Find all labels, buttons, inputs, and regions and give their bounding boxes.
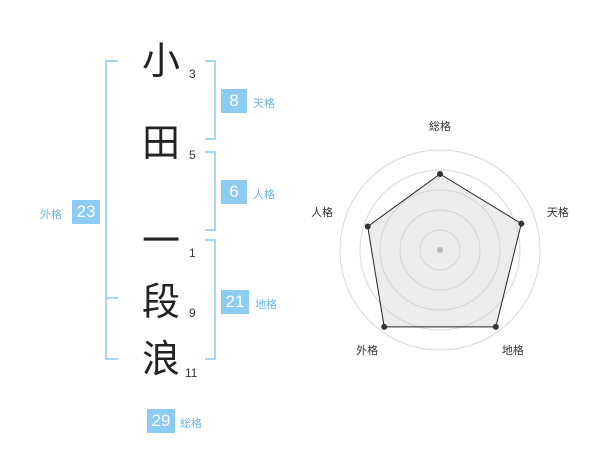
radar-axis-label-4: 外格 [356,344,379,358]
radar-point-3 [492,323,499,330]
jinkaku-label: 人格 [253,188,275,201]
name-char-4: 段 [142,280,181,324]
radar-dots [364,171,525,330]
gaikaku-value-badge: 23 [72,200,100,224]
radar-ring-1 [339,149,541,351]
stroke-count-3: 1 [189,246,196,260]
radar-axis-label-3: 地格 [501,344,524,358]
radar-axis-label-2: 天格 [546,205,569,219]
gaikaku-bracket [105,60,118,360]
name-char-5: 浪 [142,337,181,381]
jinkaku-bracket [205,151,216,231]
radar-ring-4 [399,209,481,291]
radar-axis-label-5: 人格 [311,205,334,219]
radar-rings [339,149,541,351]
soukaku-label: 総格 [180,417,202,430]
stroke-count-5: 11 [185,366,198,380]
stroke-count-1: 3 [189,67,196,81]
radar-chart [339,149,541,351]
name-char-2: 田 [142,121,181,165]
soukaku-value-badge: 29 [147,409,175,433]
radar-axis-label-1: 総格 [429,120,451,133]
radar-point-4 [381,323,388,330]
chikaku-bracket [205,239,216,360]
jinkaku-value-badge: 6 [221,180,247,204]
tenkaku-bracket [205,60,216,140]
radar-point-5 [364,223,371,230]
tenkaku-label: 天格 [253,97,275,110]
radar-center-dot [437,247,443,253]
stroke-count-4: 9 [189,306,196,320]
radar-ring-2 [359,169,521,331]
tenkaku-value-badge: 8 [221,89,247,113]
stroke-count-2: 5 [189,148,196,162]
radar-polygon [367,173,522,328]
name-char-3: 一 [142,219,181,263]
chikaku-value-badge: 21 [221,290,249,314]
radar-ring-3 [379,189,501,311]
chikaku-label: 地格 [255,298,277,311]
gaikaku-label: 外格 [40,208,62,221]
radar-point-2 [518,220,525,227]
radar-ring-5 [419,229,461,271]
radar-point-1 [437,171,443,177]
name-char-1: 小 [142,39,181,83]
radar-shape [367,173,522,328]
